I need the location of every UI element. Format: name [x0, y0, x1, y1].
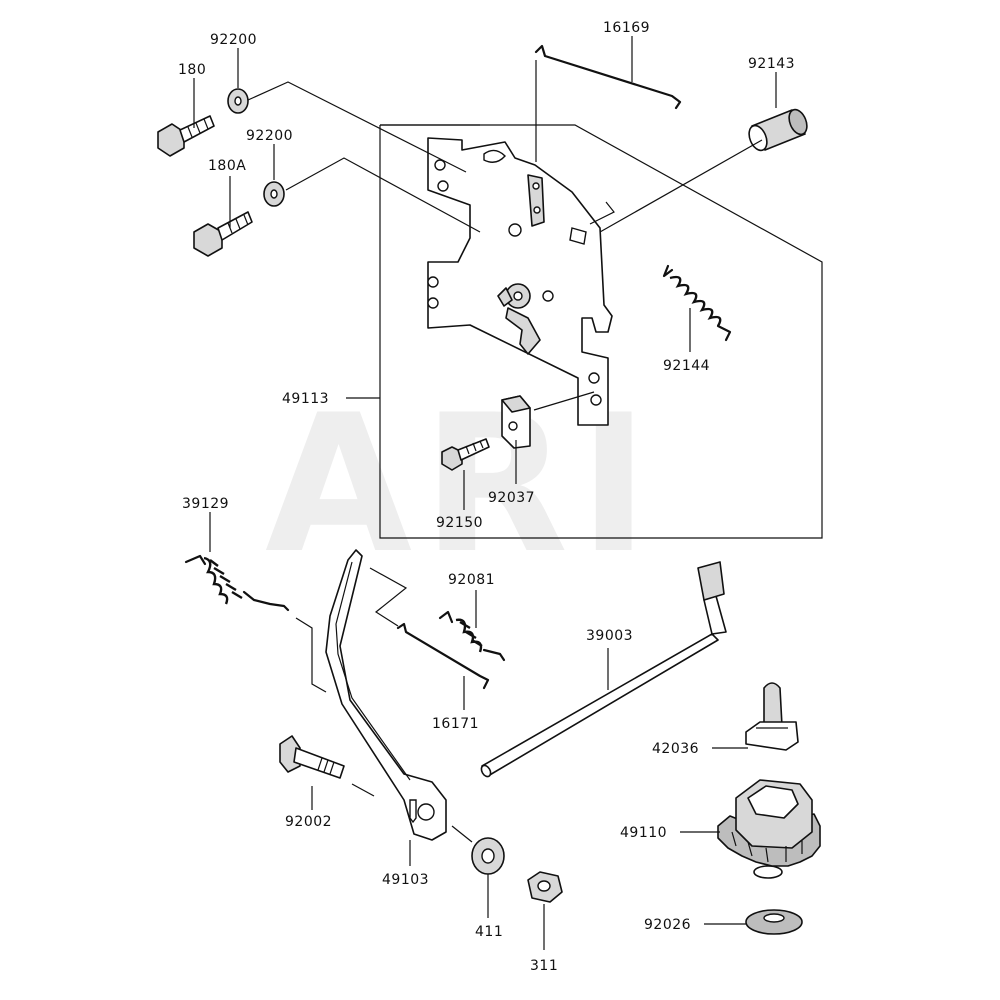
leaders-upper [193, 36, 777, 510]
label-180: 180 [178, 62, 206, 78]
label-311: 311 [530, 958, 558, 974]
label-92026: 92026 [644, 917, 691, 933]
label-92081: 92081 [448, 572, 495, 588]
spring-92144 [662, 264, 732, 342]
label-39003: 39003 [586, 628, 633, 644]
rod-16169 [534, 44, 682, 110]
label-39129: 39129 [182, 496, 229, 512]
bolt-92002 [279, 735, 345, 779]
label-92143: 92143 [748, 56, 795, 72]
label-92144: 92144 [663, 358, 710, 374]
spring-92081 [438, 610, 506, 662]
washer-92200-b [263, 181, 285, 207]
bolt-180a [193, 211, 253, 257]
leaders-lower [209, 512, 748, 950]
label-49113: 49113 [282, 391, 329, 407]
label-92200-b: 92200 [246, 128, 293, 144]
bolt-180 [157, 115, 215, 157]
shaft-39003 [480, 561, 727, 778]
spring-39129 [184, 554, 290, 612]
washer-92026 [745, 909, 803, 935]
bolt-92150 [441, 438, 490, 471]
label-42036: 42036 [652, 741, 699, 757]
label-92002: 92002 [285, 814, 332, 830]
label-49110: 49110 [620, 825, 667, 841]
label-92200-a: 92200 [210, 32, 257, 48]
gear-49110 [717, 779, 821, 879]
label-92037: 92037 [488, 490, 535, 506]
label-16169: 16169 [603, 20, 650, 36]
governor-arm [325, 549, 447, 841]
guide-42036 [745, 682, 799, 751]
part-labels: 16169 92143 92200 180 92200 180A 92144 4… [178, 20, 795, 974]
label-16171: 16171 [432, 716, 479, 732]
washer-92200-a [227, 88, 249, 114]
label-49103: 49103 [382, 872, 429, 888]
assembly-box [379, 124, 823, 539]
label-180a: 180A [208, 158, 246, 174]
label-411: 411 [475, 924, 503, 940]
nut-311 [527, 871, 563, 903]
washer-411 [471, 837, 505, 875]
spacer-92143 [748, 108, 808, 152]
label-92150: 92150 [436, 515, 483, 531]
control-plate [427, 137, 613, 426]
bracket-92037 [501, 395, 531, 449]
rod-16171 [396, 622, 490, 690]
